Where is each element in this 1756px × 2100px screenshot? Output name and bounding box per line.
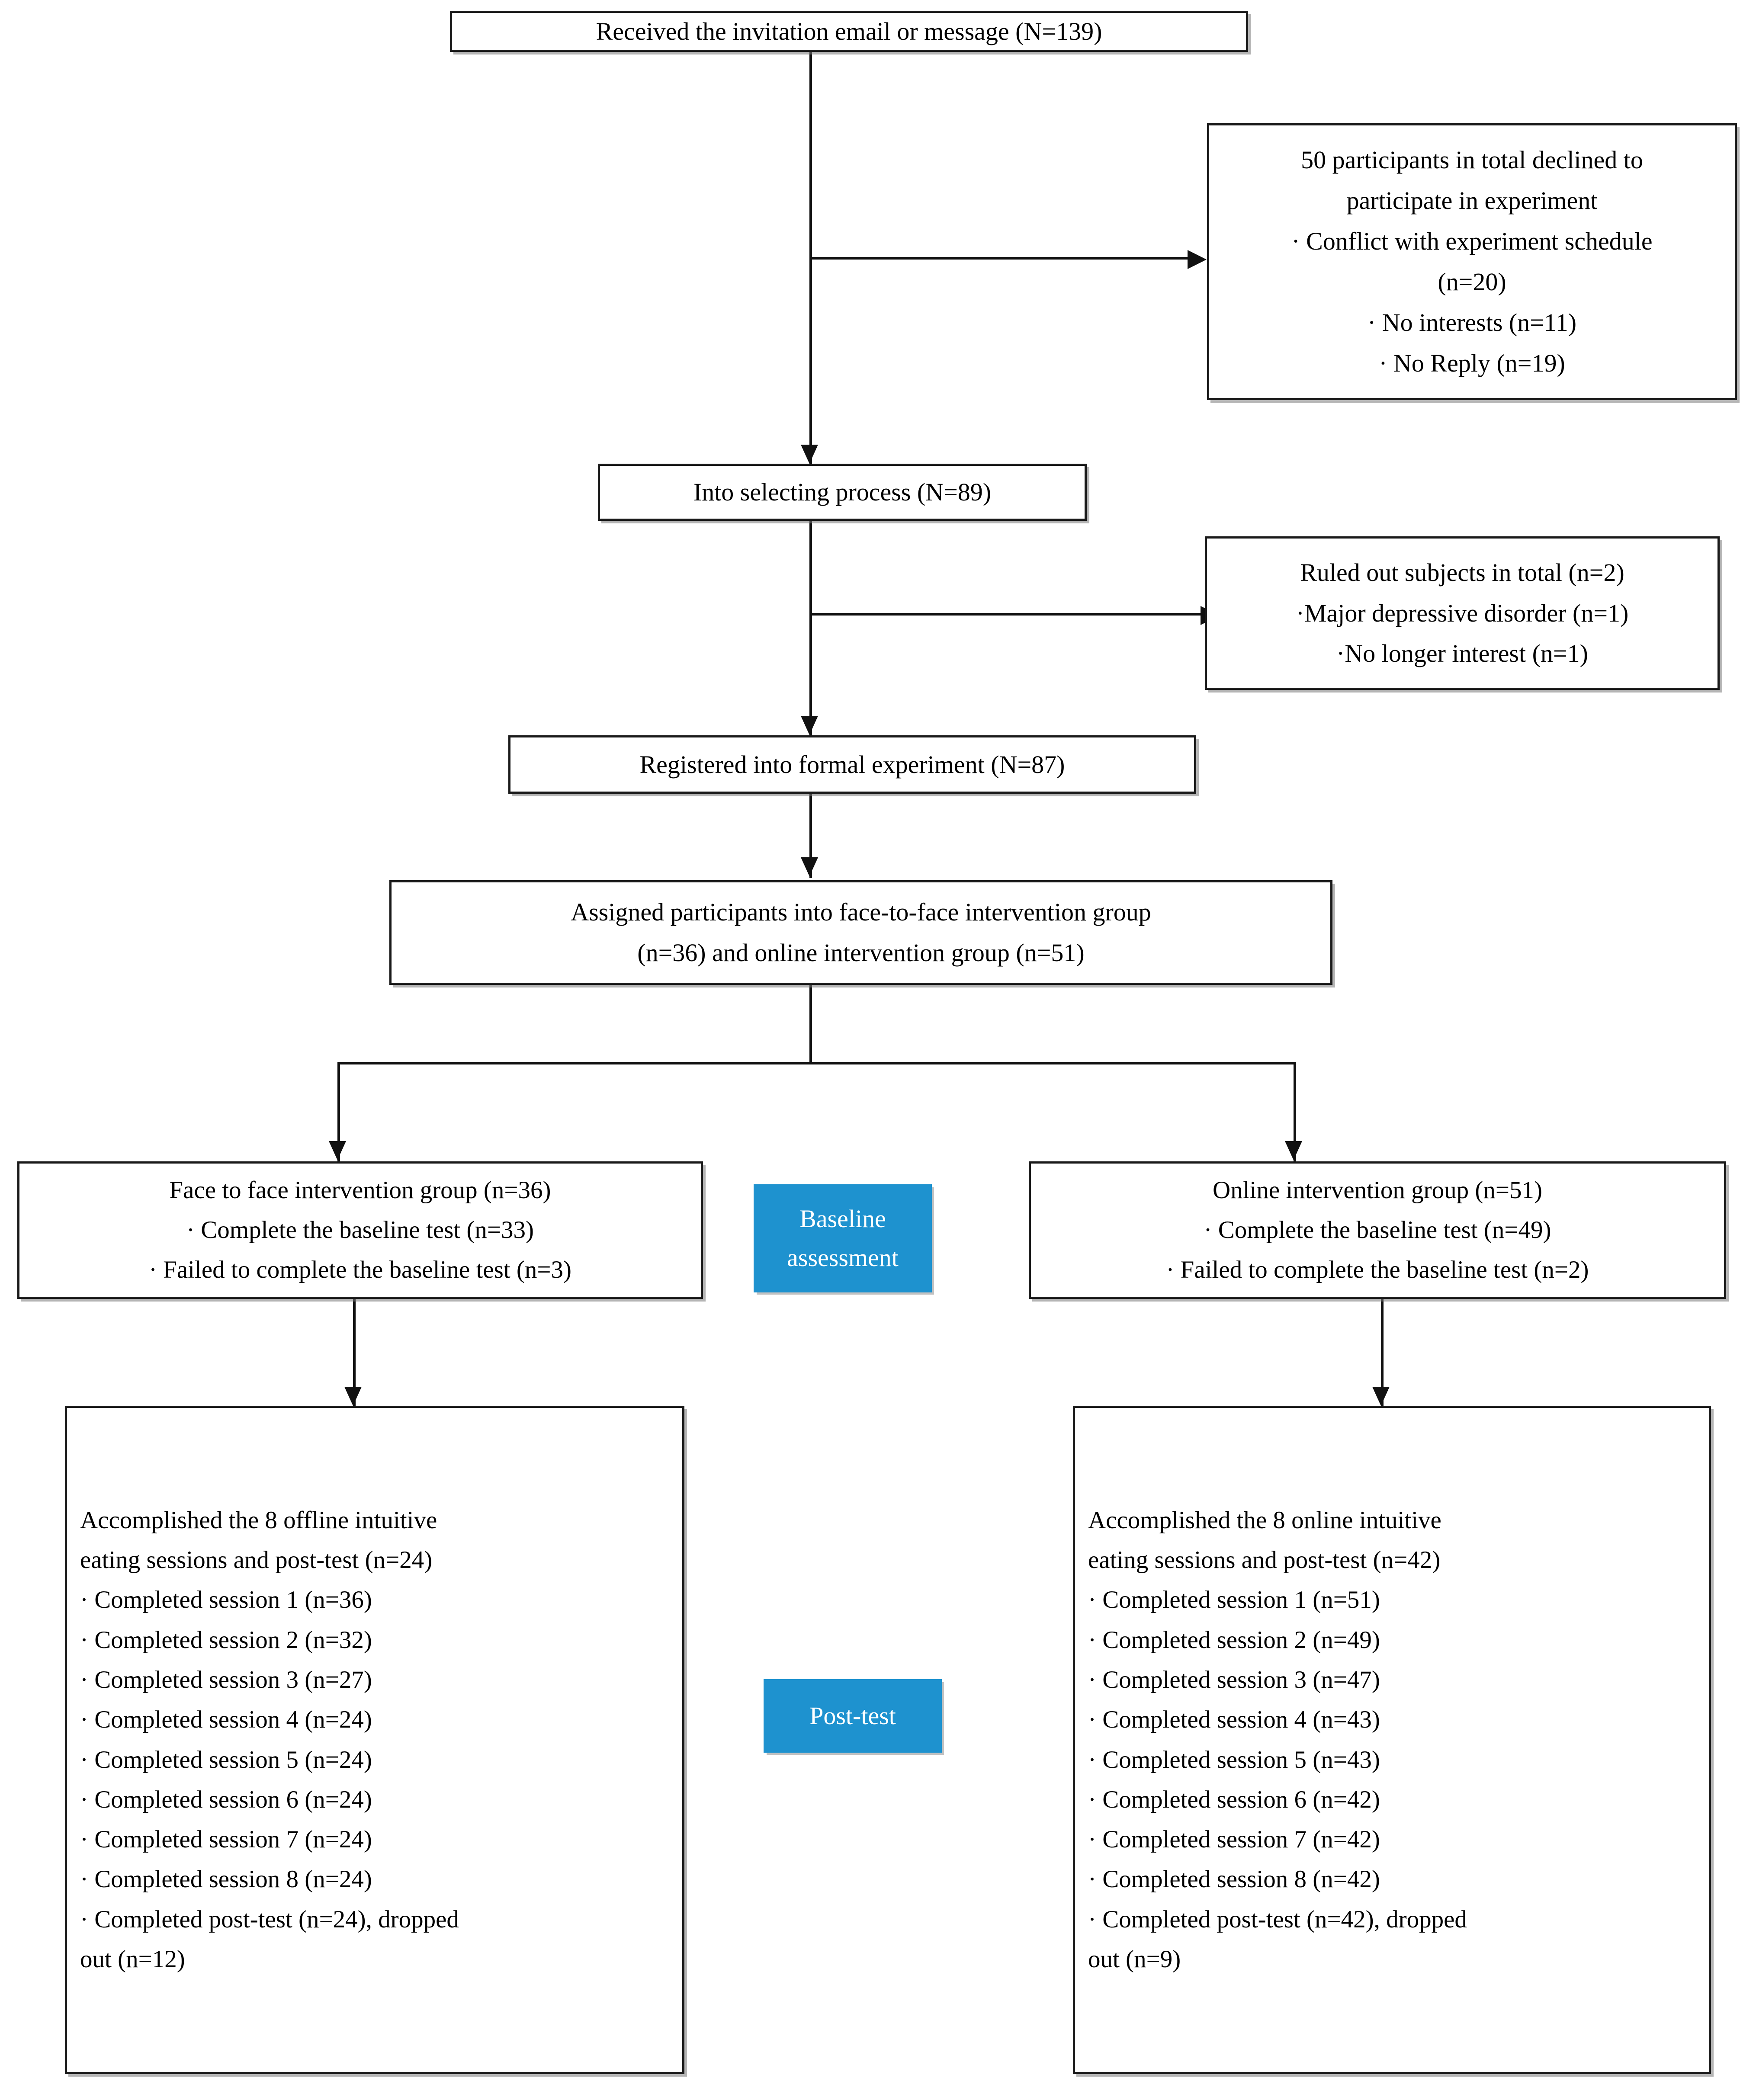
badge-line: assessment [787, 1244, 899, 1272]
node-line: Online intervention group (n=51) [1213, 1176, 1542, 1204]
node-line: · Completed session 6 (n=24) [80, 1786, 372, 1813]
node-line: out (n=9) [1088, 1946, 1181, 1973]
node-declined: 50 participants in total declined to par… [1207, 123, 1737, 400]
node-line: · Completed session 6 (n=42) [1088, 1786, 1380, 1813]
node-line: participate in experiment [1346, 186, 1598, 215]
node-received-invitation: Received the invitation email or message… [450, 11, 1248, 52]
badge-post-test: Post-test [764, 1679, 942, 1753]
connector-to-declined [809, 257, 1190, 260]
badge-line: Post-test [809, 1702, 896, 1730]
split-bar-assigned [337, 1062, 1296, 1064]
node-line: · Completed session 2 (n=49) [1088, 1626, 1380, 1654]
node-line: · Completed session 5 (n=24) [80, 1746, 372, 1773]
node-line: · Failed to complete the baseline test (… [148, 1256, 572, 1284]
node-line: out (n=12) [80, 1946, 185, 1973]
node-line: · Conflict with experiment schedule [1291, 227, 1653, 256]
node-line: · Completed session 7 (n=42) [1088, 1826, 1380, 1853]
node-line: · Completed session 8 (n=42) [1088, 1866, 1380, 1893]
node-line: eating sessions and post-test (n=24) [80, 1546, 433, 1574]
node-line: · Failed to complete the baseline test (… [1166, 1256, 1589, 1284]
node-line: Ruled out subjects in total (n=2) [1300, 558, 1624, 587]
node-line: · Completed session 3 (n=27) [80, 1666, 372, 1693]
node-selecting-process: Into selecting process (N=89) [598, 464, 1087, 521]
connector-split-right [1294, 1062, 1296, 1161]
node-line: (n=36) and online intervention group (n=… [637, 939, 1085, 967]
arrowhead-into-offline-posttest [344, 1387, 362, 1406]
connector-to-ruled-out [809, 613, 1203, 616]
node-line: Registered into formal experiment (N=87) [639, 750, 1065, 779]
connector-registered-to-assigned [809, 794, 812, 878]
node-line: ·Major depressive disorder (n=1) [1296, 599, 1629, 627]
arrowhead-into-selecting [801, 445, 818, 464]
node-line: Accomplished the 8 online intuitive [1088, 1506, 1441, 1534]
node-line: Into selecting process (N=89) [693, 478, 992, 507]
node-online-posttest: Accomplished the 8 online intuitive eati… [1073, 1406, 1711, 2074]
node-line: Face to face intervention group (n=36) [169, 1176, 551, 1204]
connector-assigned-down [809, 984, 812, 1064]
node-line: · Completed session 3 (n=47) [1088, 1666, 1380, 1693]
node-online-baseline: Online intervention group (n=51) · Compl… [1029, 1161, 1726, 1299]
node-registered: Registered into formal experiment (N=87) [508, 735, 1196, 794]
node-assigned-groups: Assigned participants into face-to-face … [389, 880, 1332, 985]
arrowhead-into-online-baseline [1285, 1141, 1302, 1160]
arrowhead-into-registered [801, 716, 818, 735]
node-face-to-face-baseline: Face to face intervention group (n=36) ·… [17, 1161, 703, 1299]
node-ruled-out: Ruled out subjects in total (n=2) ·Major… [1205, 536, 1720, 690]
node-line: (n=20) [1438, 268, 1506, 296]
node-line: Accomplished the 8 offline intuitive [80, 1506, 437, 1534]
arrowhead-into-face-baseline [329, 1141, 346, 1160]
node-line: · Completed session 8 (n=24) [80, 1866, 372, 1893]
node-line: · Completed session 4 (n=43) [1088, 1706, 1380, 1734]
node-line: · Complete the baseline test (n=49) [1204, 1216, 1551, 1244]
node-line: · Completed session 1 (n=36) [80, 1586, 372, 1614]
node-line: · Completed post-test (n=24), dropped [80, 1905, 459, 1933]
node-line: Received the invitation email or message… [596, 17, 1102, 45]
node-line: · Completed session 1 (n=51) [1088, 1586, 1380, 1614]
node-line: Assigned participants into face-to-face … [571, 898, 1151, 927]
node-line: · No Reply (n=19) [1379, 349, 1565, 377]
badge-baseline-assessment: Baseline assessment [754, 1184, 932, 1292]
node-offline-posttest: Accomplished the 8 offline intuitive eat… [65, 1406, 684, 2074]
arrowhead-into-assigned [801, 857, 818, 876]
node-line: eating sessions and post-test (n=42) [1088, 1546, 1441, 1574]
node-line: ·No longer interest (n=1) [1336, 639, 1588, 668]
connector-online-to-online-posttest [1381, 1298, 1384, 1408]
node-line: · Completed session 5 (n=43) [1088, 1746, 1380, 1773]
node-line: · Completed post-test (n=42), dropped [1088, 1905, 1467, 1933]
arrowhead-into-online-posttest [1372, 1387, 1390, 1406]
node-line: · Completed session 7 (n=24) [80, 1826, 372, 1853]
connector-face-to-offline-posttest [353, 1298, 356, 1408]
badge-line: Baseline [799, 1205, 886, 1233]
node-line: · Completed session 2 (n=32) [80, 1626, 372, 1654]
connector-selecting-to-registered [809, 520, 812, 737]
arrowhead-into-declined [1188, 250, 1207, 269]
node-line: · Complete the baseline test (n=33) [186, 1216, 534, 1244]
connector-split-left [337, 1062, 340, 1161]
node-line: 50 participants in total declined to [1301, 146, 1643, 174]
node-line: · Completed session 4 (n=24) [80, 1706, 372, 1734]
node-line: · No interests (n=11) [1367, 308, 1577, 337]
